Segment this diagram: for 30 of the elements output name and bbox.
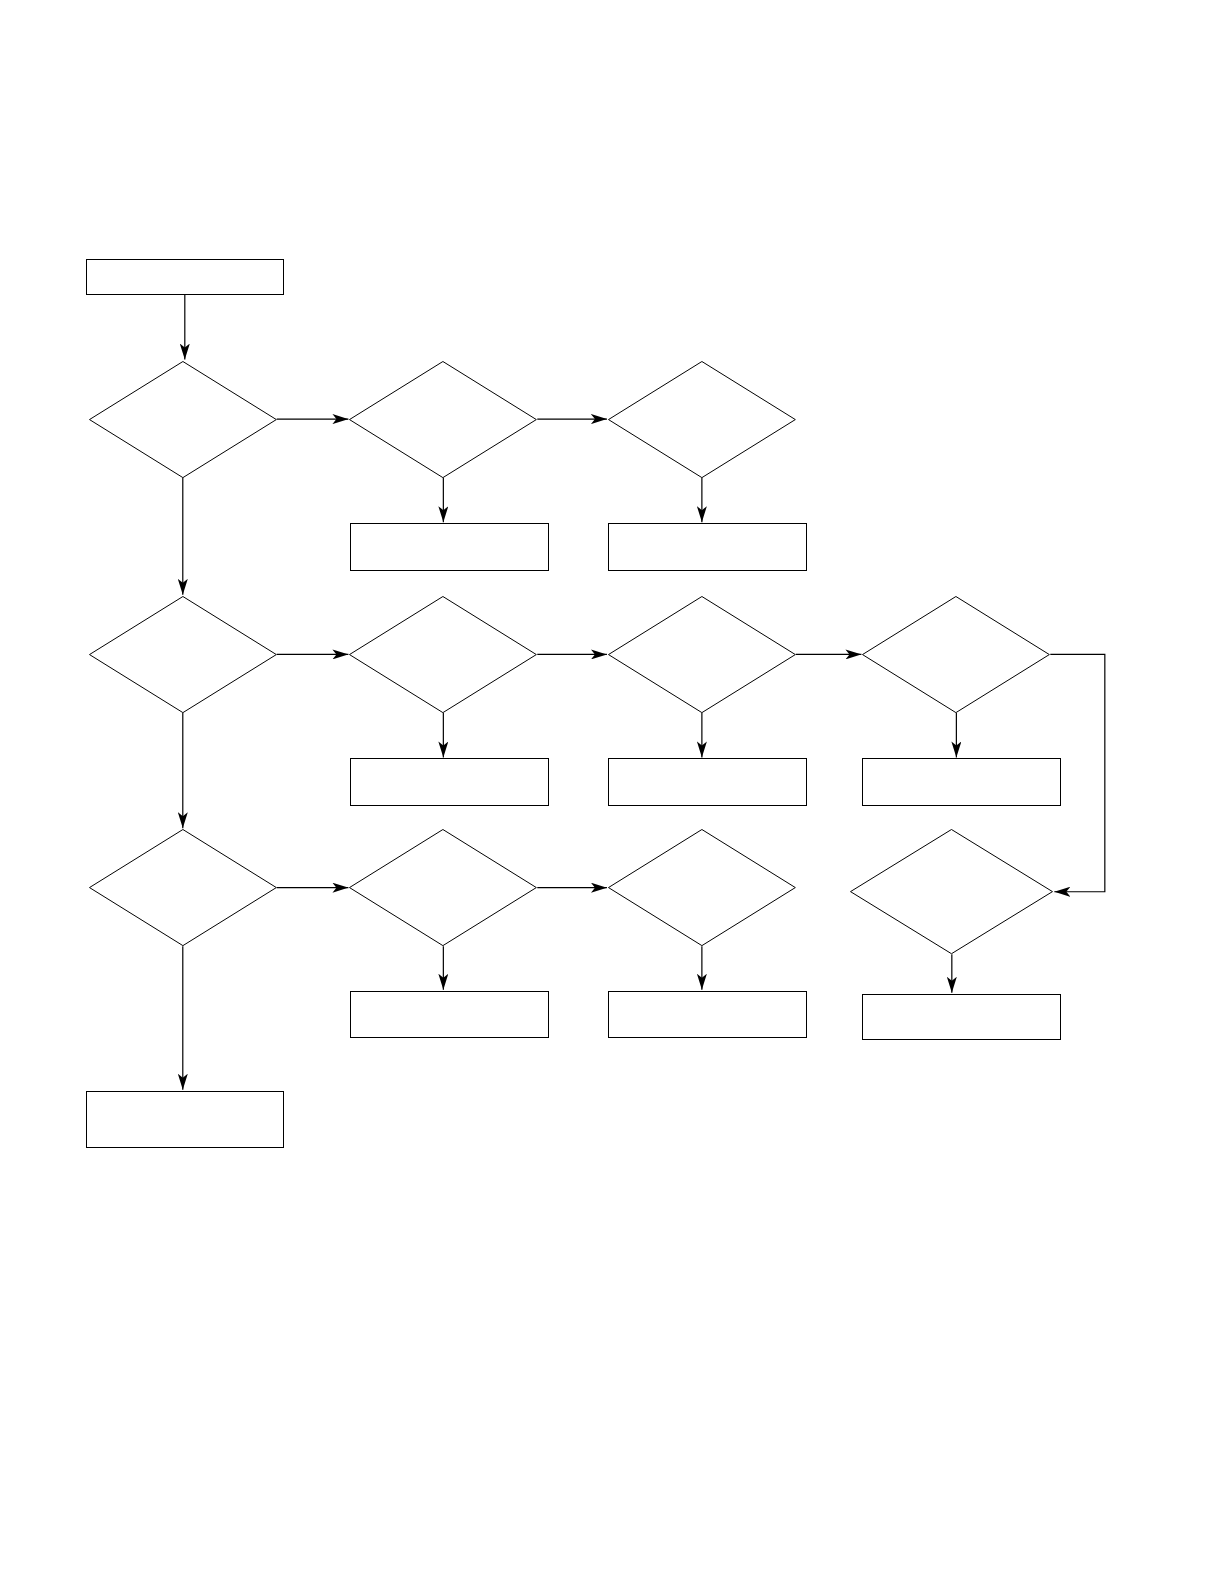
process-box [607, 523, 807, 571]
arrow [438, 712, 449, 759]
process-box [607, 758, 807, 806]
process-box [862, 993, 1062, 1041]
arrow [696, 712, 707, 759]
arrow [696, 945, 707, 991]
arrow [438, 945, 449, 991]
arrow [177, 477, 188, 596]
arrow [179, 294, 190, 361]
process-box [607, 990, 807, 1039]
arrow [276, 414, 350, 425]
arrow [177, 945, 188, 1091]
arrow [536, 649, 608, 660]
arrow [1049, 653, 1106, 897]
arrow [795, 649, 863, 660]
arrow [177, 712, 188, 829]
process-box [350, 523, 550, 571]
arrow [276, 882, 350, 893]
arrow [951, 712, 962, 759]
arrow [276, 649, 350, 660]
arrow [696, 477, 707, 523]
process-box [350, 758, 550, 806]
arrow [536, 414, 608, 425]
process-box [85, 1090, 284, 1149]
arrow [536, 882, 608, 893]
process-box [862, 758, 1062, 806]
arrow [438, 477, 449, 523]
process-box [85, 258, 284, 295]
arrow [946, 953, 957, 994]
process-box [350, 990, 550, 1039]
